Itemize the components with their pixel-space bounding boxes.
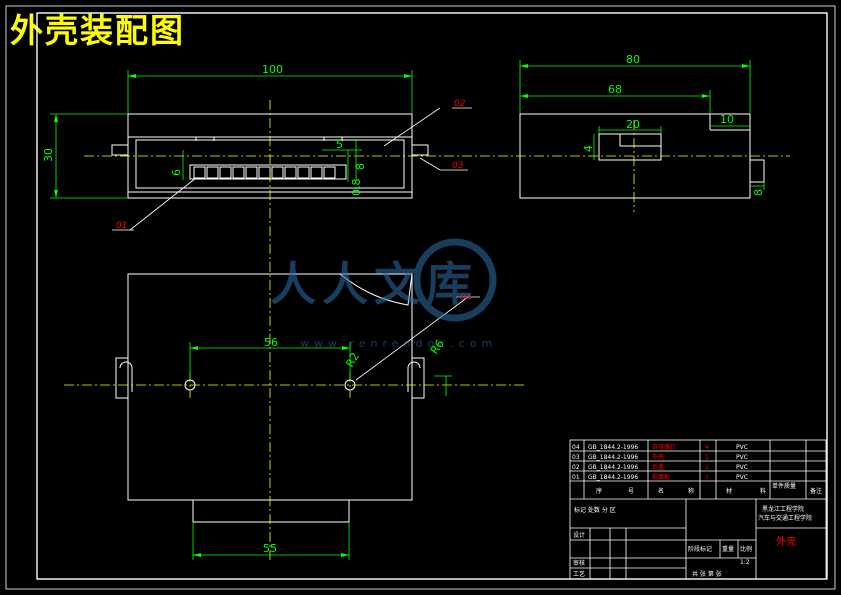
part-material-04: PVC: [736, 444, 748, 451]
row-revision: 标记 处数 分 区: [574, 506, 616, 514]
header-material-2: 料: [760, 487, 766, 495]
part-title: 外壳: [776, 535, 796, 548]
dim-56: 56: [264, 336, 278, 349]
part-std-01: GB_1844.2-1996: [588, 474, 638, 481]
row-review: 审核: [573, 559, 585, 567]
sheet-inner-border: [36, 12, 828, 580]
callout-02: 02: [454, 99, 466, 109]
dim-r2: R2: [343, 350, 362, 369]
part-no-01: 01: [572, 474, 580, 481]
label-stage: 阶段标记: [688, 545, 712, 553]
header-remark: 备注: [810, 487, 822, 495]
row-process: 工艺: [573, 570, 585, 578]
dim-30: 30: [42, 148, 55, 162]
callout-03: 03: [452, 161, 464, 171]
scale-value: 1:2: [740, 559, 750, 566]
part-material-01: PVC: [736, 474, 748, 481]
header-no: 号: [628, 488, 634, 495]
part-material-03: PVC: [736, 454, 748, 461]
part-no-03: 03: [572, 454, 580, 461]
callout-leaders: [129, 107, 469, 381]
dim-0-8: 0.8: [350, 179, 363, 197]
school-name: 黑龙江工程学院: [762, 505, 804, 513]
part-qty-01: 1: [705, 474, 709, 481]
sheet-outer-border: [5, 5, 836, 590]
dim-20: 20: [626, 118, 640, 131]
callout-04: 04: [460, 293, 472, 303]
dim-5: 5: [336, 138, 343, 151]
label-sheets: 共 张 第 张: [692, 570, 722, 578]
row-design: 设计: [573, 531, 585, 539]
dim-55: 55: [263, 542, 277, 555]
header-name-2: 称: [688, 487, 694, 495]
watermark: 人人文库 www.renrendoc.com: [270, 238, 497, 350]
header-name: 名: [658, 487, 664, 495]
part-std-02: GB_1844.2-1996: [588, 464, 638, 471]
part-no-04: 04: [572, 444, 580, 451]
title-block: 04 GB_1844.2-1996 自攻螺钉 4 PVC 03 GB_1844.…: [569, 439, 827, 580]
dim-100: 100: [262, 63, 283, 76]
callout-underlines: [112, 107, 480, 298]
part-name-01: 前面板: [652, 473, 670, 481]
connector-pins: [193, 166, 336, 179]
label-weight: 重量: [722, 545, 734, 553]
part-qty-02: 1: [705, 464, 709, 471]
part-name-02: 后盖: [652, 463, 664, 471]
part-name-04: 自攻螺钉: [652, 443, 676, 451]
dim-4: 4: [582, 145, 595, 152]
part-name-03: 外壳: [652, 453, 664, 461]
part-qty-03: 1: [705, 454, 709, 461]
dim-80: 80: [626, 53, 640, 66]
drawing-title: 外壳装配图: [10, 11, 185, 50]
callout-01: 01: [116, 221, 127, 231]
part-material-02: PVC: [736, 464, 748, 471]
label-scale: 比例: [740, 545, 752, 553]
college-name: 汽车与交通工程学院: [758, 514, 812, 522]
part-std-04: GB_1844.2-1996: [588, 444, 638, 451]
watermark-url: www.renrendoc.com: [300, 337, 497, 350]
watermark-text: 人人文库: [270, 257, 478, 311]
dim-6: 6: [170, 169, 183, 176]
dimension-lines: [50, 60, 765, 560]
dim-68: 68: [608, 83, 622, 96]
callout-labels: 01 02 03 04: [116, 99, 472, 303]
header-material: 材: [726, 487, 732, 495]
dim-8-front: 8: [354, 163, 367, 170]
dim-8-side: 8: [752, 189, 765, 196]
part-std-03: GB_1844.2-1996: [588, 454, 638, 461]
part-qty-04: 4: [705, 444, 709, 451]
center-lines: [64, 100, 790, 560]
watermark-logo-icon: [413, 238, 497, 322]
header-unit-weight: 单件质量: [772, 482, 796, 490]
dimension-arrows: [54, 64, 750, 557]
dim-10: 10: [720, 113, 734, 126]
part-no-02: 02: [572, 464, 580, 471]
header-seq: 序: [596, 487, 602, 495]
